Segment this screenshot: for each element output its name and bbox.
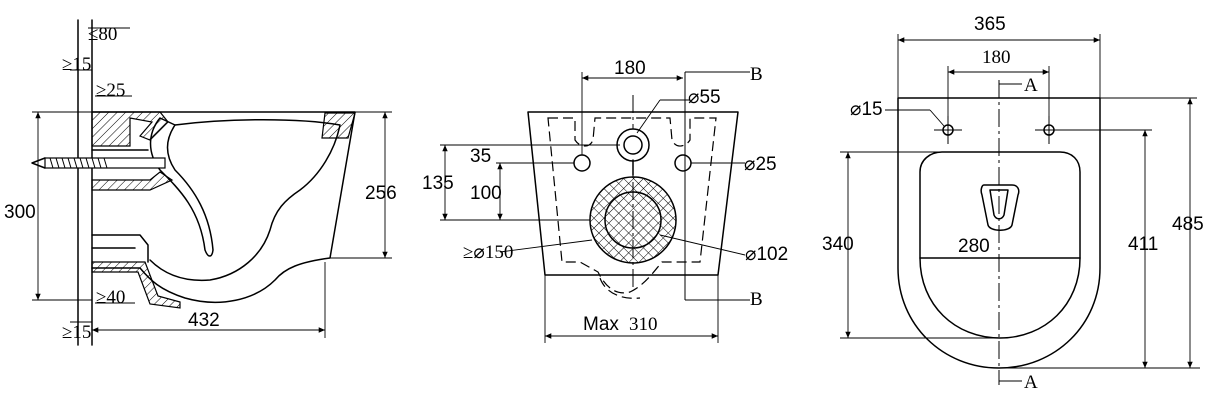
top-view: A A 365 180 ⌀15 340 280 411 485	[822, 14, 1204, 393]
seat-inner-opening	[919, 151, 1081, 339]
seat-outer-outline	[897, 97, 1101, 369]
dim-wall-gap-bottom: ≥15	[62, 322, 91, 343]
dim-height-256: 256	[365, 183, 397, 204]
dim-inlet-clearance: ≥25	[96, 80, 125, 101]
dim-length-485: 485	[1172, 214, 1204, 235]
dim-wall-gap-top: ≥15	[62, 54, 91, 75]
dim-opening-340: 340	[822, 234, 854, 255]
dim-width-280: 280	[958, 236, 990, 257]
rim-front-section	[321, 112, 356, 139]
bowl-outline	[91, 111, 356, 304]
outlet-inner	[604, 191, 662, 249]
dim-outlet-102: ⌀102	[745, 244, 788, 265]
side-view: ≤80 ≥15 ≥25 300 256 ≥40 ≥15 432	[4, 19, 397, 346]
bowl-inner-shell	[149, 117, 214, 257]
dim-outlet-150: ≥⌀150	[463, 242, 513, 263]
dim-fixing-diameter-25: ⌀25	[744, 154, 777, 175]
dim-wall-thickness-max: ≤80	[88, 24, 117, 45]
rear-view: B B 180 ⌀55 35 135 100 ⌀25 ≥⌀150 ⌀102 Ma…	[422, 58, 788, 343]
rim-section	[91, 111, 169, 147]
outlet-outer	[589, 176, 677, 264]
fixing-hole-left	[573, 154, 591, 172]
dim-hole-spacing-180: 180	[614, 58, 646, 79]
dim-height-300: 300	[4, 202, 36, 223]
dim-100: 100	[470, 183, 502, 204]
section-a-bottom: A	[1024, 372, 1038, 393]
dim-max-310: 310	[629, 314, 658, 335]
drain-opening	[980, 184, 1020, 231]
fixing-hole-right	[674, 154, 692, 172]
inlet-section	[91, 171, 174, 191]
bowl-inner-curve	[149, 119, 341, 282]
lower-pipe	[91, 234, 149, 263]
dim-max-label: Max	[583, 314, 619, 335]
section-b-top: B	[750, 64, 763, 85]
dim-135: 135	[422, 173, 454, 194]
dim-length-411: 411	[1128, 234, 1158, 255]
fixing-bolt	[31, 157, 166, 169]
section-a-top: A	[1024, 75, 1038, 96]
dim-hole-diameter-15: ⌀15	[850, 99, 883, 120]
dim-hole-spacing-180-top: 180	[982, 47, 1011, 68]
dim-width-365: 365	[974, 14, 1006, 35]
dim-35: 35	[470, 146, 491, 167]
dim-inlet-diameter-55: ⌀55	[688, 87, 721, 108]
outlet-section	[91, 261, 181, 309]
inlet-hole-inner	[623, 135, 643, 155]
section-b-bottom: B	[750, 289, 763, 310]
dim-length-432: 432	[188, 310, 220, 331]
rear-outlet-contour	[599, 277, 641, 299]
drain-inner	[989, 189, 1009, 220]
dim-outlet-clearance: ≥40	[96, 287, 125, 308]
